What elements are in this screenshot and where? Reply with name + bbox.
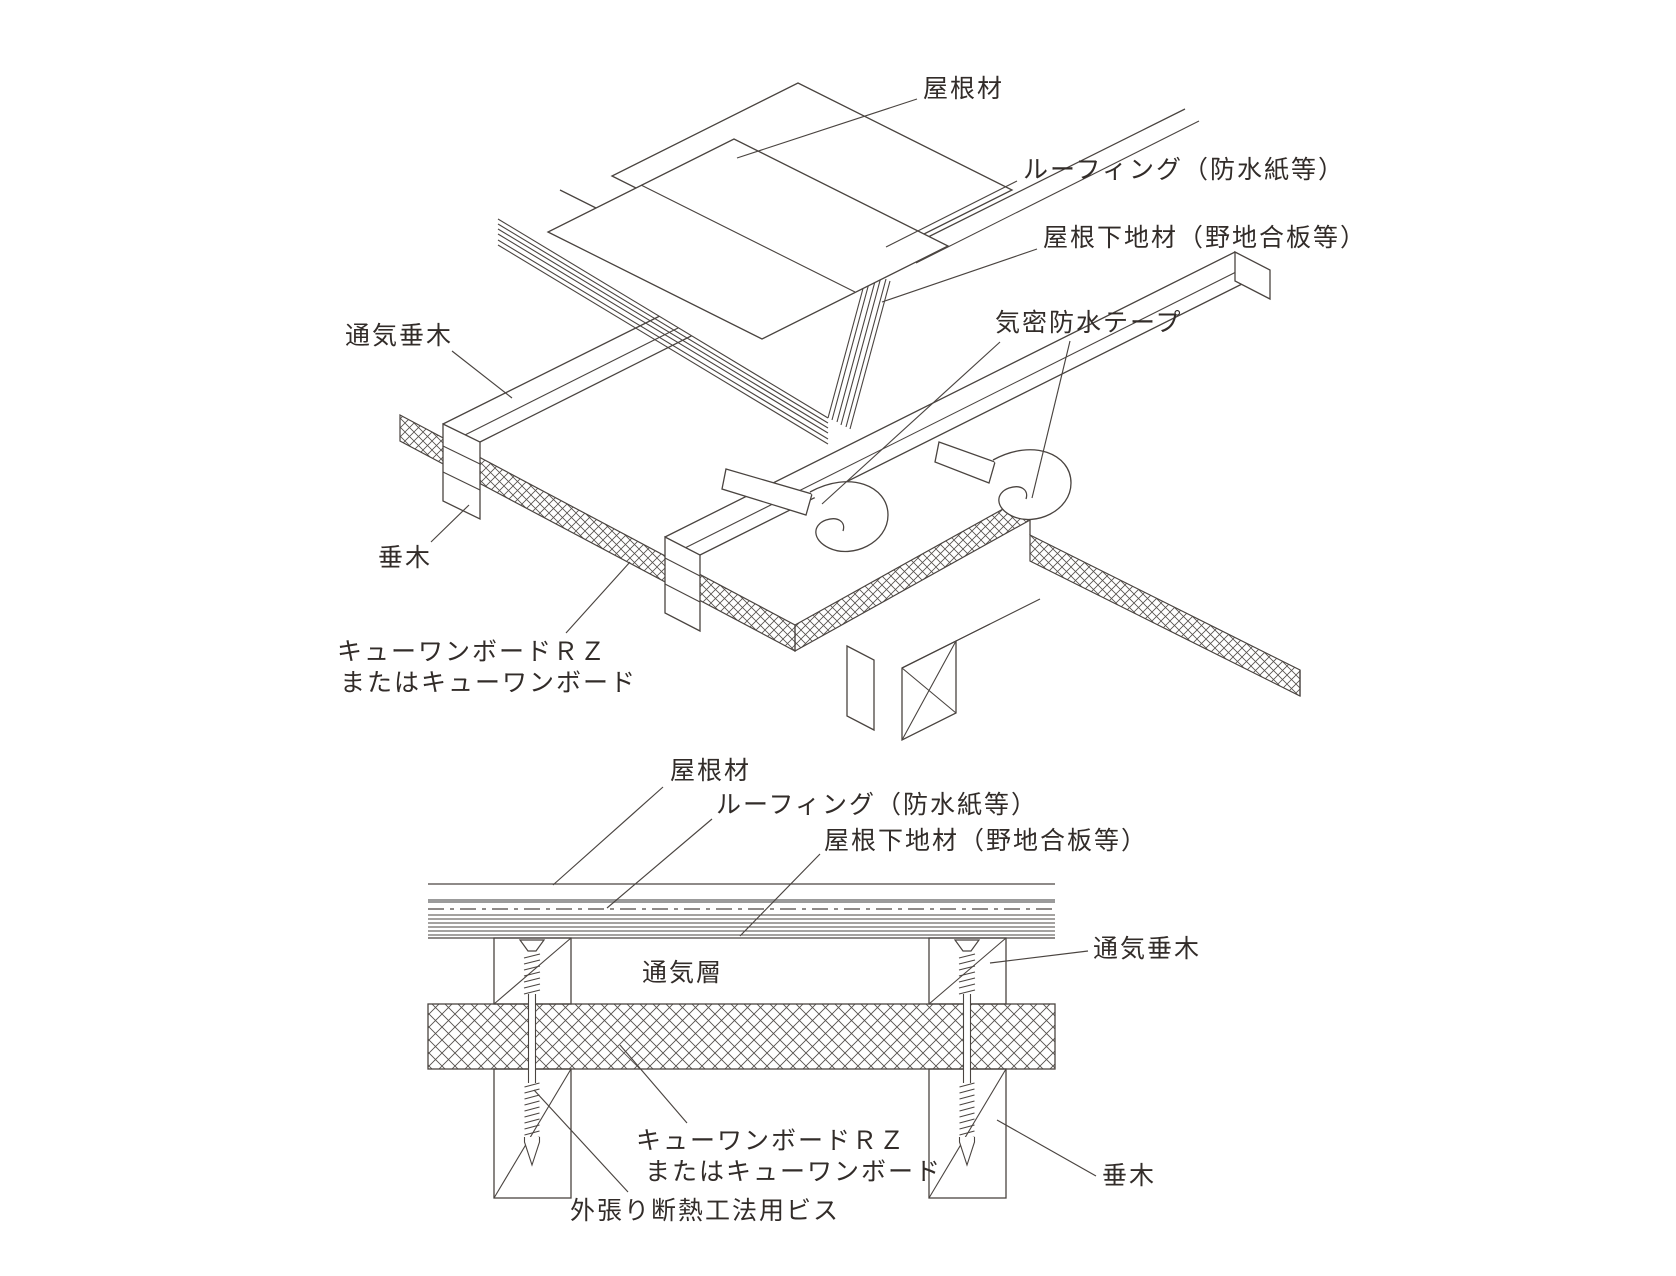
leader-q1board-sec (619, 1044, 688, 1124)
beam1-end-stack-face (442, 422, 481, 521)
rafter-end-box (846, 644, 875, 732)
label-rafter-top: 垂木 (378, 544, 432, 572)
label-vent-layer: 通気層 (642, 959, 723, 987)
label-substrate-sec: 屋根下地材（野地合板等） (824, 827, 1148, 855)
roof-panel-course-line (640, 184, 856, 293)
rafter-diagonal-left (493, 1068, 572, 1199)
leader-roofing-sec (606, 818, 713, 909)
leader-vent-rafter-top (451, 350, 513, 399)
isometric-view: 屋根材 ルーフィング（防水紙等） 屋根下地材（野地合板等） 気密防水テープ 通気… (337, 0, 1420, 742)
beam2-board-line2 (664, 583, 701, 603)
beam2-far-end-face (1234, 250, 1271, 301)
tape-curl (992, 449, 1072, 521)
leader-tape-2 (1031, 340, 1071, 499)
leader-tape-1 (821, 341, 1001, 505)
leader-q1board-top (565, 561, 631, 634)
section-view: 屋根材 ルーフィング（防水紙等） 屋根下地材（野地合板等） 通気層 通気垂木 垂… (427, 757, 1201, 1225)
leader-substrate-top (881, 248, 1038, 303)
leader-roof-material-sec (552, 786, 664, 886)
rafter-body-edge-2 (901, 623, 991, 669)
leader-screw-sec (533, 1089, 629, 1193)
label-q1board-sec-1: キューワンボードＲＺ (636, 1127, 906, 1155)
tape-tail (721, 468, 813, 516)
rafter-diagonal-right (928, 1068, 1007, 1199)
vent-block-diagonal-left (493, 937, 572, 1005)
beam2-end-stack-face (664, 535, 701, 633)
roof-panels-iso (546, 82, 1014, 340)
paper-front-right-edge (897, 108, 1186, 253)
tape-roll-2 (934, 441, 1072, 521)
paper-edge-thickness (915, 120, 1200, 264)
leaders-section (533, 786, 1097, 1193)
beam2-bottom-edge (664, 269, 1241, 559)
leader-rafter-sec (996, 1119, 1097, 1177)
label-roof-material-sec: 屋根材 (670, 757, 751, 785)
insulation-top-face-2 (1030, 475, 1420, 670)
beam1-board-line2 (442, 471, 481, 491)
vent-block-diagonal-right (928, 937, 1007, 1005)
label-roofing-top: ルーフィング（防水紙等） (1023, 156, 1345, 184)
tape-roll-1 (721, 468, 889, 553)
label-q1board-top-1: キューワンボードＲＺ (337, 638, 607, 666)
tape-tail (934, 441, 996, 484)
leader-roof-material-top (736, 98, 918, 159)
label-q1board-sec-2: またはキューワンボード (645, 1158, 942, 1186)
leaders-top (430, 98, 1071, 634)
beam1-top-left-edge (442, 295, 701, 425)
beam2-board-line1 (664, 557, 701, 577)
label-roofing-sec: ルーフィング（防水紙等） (716, 791, 1038, 819)
tape-curl (809, 481, 889, 553)
plywood-edge-stripes-end (827, 269, 891, 430)
xface-diagonal-2 (901, 640, 957, 741)
leader-roofing-top (885, 180, 1018, 248)
leader-vent-rafter-sec (989, 950, 1089, 964)
label-q1board-top-2: またはキューワンボード (340, 669, 637, 697)
beam1-bottom-edge (442, 321, 691, 447)
label-tape: 気密防水テープ (995, 309, 1183, 337)
label-roof-material-top: 屋根材 (923, 75, 1004, 103)
section-plywood-lines (428, 914, 1055, 939)
label-vent-rafter-sec: 通気垂木 (1093, 935, 1201, 963)
plywood-edge-stripes-left (497, 218, 829, 445)
vent-rafter-beam-1 (442, 295, 738, 521)
rafter-ends-iso (846, 598, 1041, 742)
label-substrate-top: 屋根下地材（野地合板等） (1043, 224, 1367, 252)
section-rafter-left (493, 1068, 572, 1199)
insulation-board-iso (399, 284, 1420, 697)
label-screw-sec: 外張り断熱工法用ビス (570, 1197, 840, 1225)
section-insulation-hatch (427, 1003, 1056, 1070)
label-rafter-sec: 垂木 (1102, 1162, 1156, 1190)
beam1-board-line1 (442, 445, 481, 465)
leader-rafter-top (430, 504, 470, 543)
label-vent-rafter-top: 通気垂木 (345, 322, 453, 350)
leader-substrate-sec (739, 853, 821, 937)
